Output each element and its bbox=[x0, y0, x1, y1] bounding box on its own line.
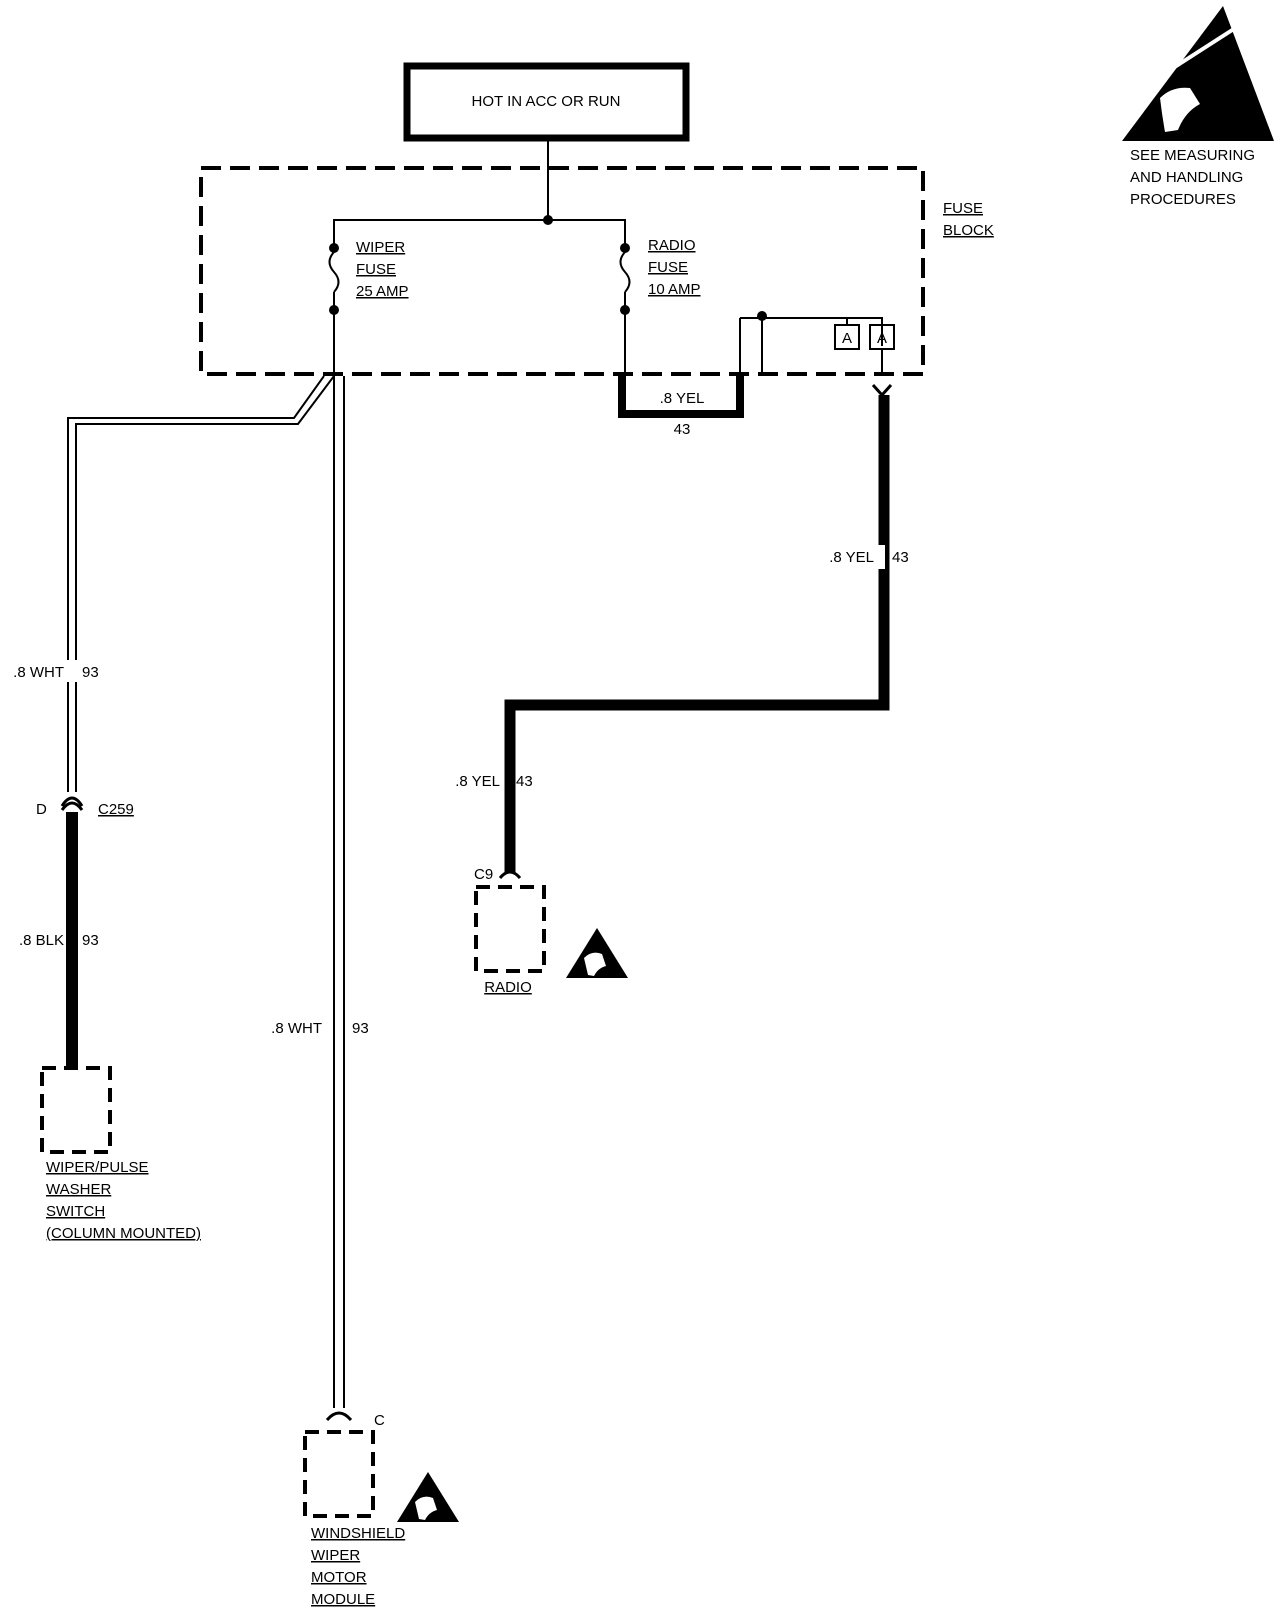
wht-wire-left bbox=[60, 375, 335, 811]
label-gap-2 bbox=[60, 660, 84, 682]
wiper-fuse-line3: 25 AMP bbox=[356, 283, 409, 300]
svg-text:A: A bbox=[877, 330, 887, 347]
c9-label: C9 bbox=[474, 866, 493, 883]
jumper-splice bbox=[757, 311, 767, 321]
label-gap-1 bbox=[863, 545, 885, 569]
yel-lower-circuit: 43 bbox=[516, 773, 533, 790]
jumper-wire-label: .8 YEL bbox=[660, 390, 705, 407]
wht-center-circuit: 93 bbox=[352, 1020, 369, 1037]
motor-pin-label: C bbox=[374, 1412, 385, 1429]
fuse-block-outline bbox=[199, 166, 925, 376]
wht-center-color: .8 WHT bbox=[271, 1020, 322, 1037]
radio-label: RADIO bbox=[484, 979, 532, 996]
esd-warning-icon: SEE MEASURING AND HANDLING PROCEDURES bbox=[1122, 6, 1274, 208]
switch-label-3: SWITCH bbox=[46, 1203, 105, 1220]
svg-text:A: A bbox=[842, 330, 852, 347]
jumper-wire bbox=[618, 317, 883, 418]
yel-upper-circuit: 43 bbox=[892, 549, 909, 566]
motor-box bbox=[303, 1430, 375, 1518]
esd-note-line1: SEE MEASURING bbox=[1130, 147, 1255, 164]
switch-label-1: WIPER/PULSE bbox=[46, 1159, 149, 1176]
wht-wire-center bbox=[325, 376, 353, 1422]
yel-upper-color: .8 YEL bbox=[829, 549, 874, 566]
switch-label-4: (COLUMN MOUNTED) bbox=[46, 1225, 201, 1242]
esd-icon-radio bbox=[566, 928, 628, 978]
motor-label-3: MOTOR bbox=[311, 1569, 367, 1586]
radio-fuse-icon bbox=[619, 243, 631, 315]
bus-splice bbox=[543, 215, 553, 225]
wht-left-circuit: 93 bbox=[82, 664, 99, 681]
wiper-fuse-line1: WIPER bbox=[356, 239, 405, 256]
wht-left-color: .8 WHT bbox=[13, 664, 64, 681]
radio-fuse-line3: 10 AMP bbox=[648, 281, 701, 298]
jumper-circuit-label: 43 bbox=[674, 421, 691, 438]
c259-pin-label: D bbox=[36, 801, 47, 818]
switch-label-2: WASHER bbox=[46, 1181, 111, 1198]
yel-wire-43 bbox=[498, 349, 893, 880]
motor-label-1: WINDSHIELD bbox=[311, 1525, 405, 1542]
yel-lower-color: .8 YEL bbox=[455, 773, 500, 790]
blk-left-color: .8 BLK bbox=[19, 932, 64, 949]
motor-label-2: WIPER bbox=[311, 1547, 360, 1564]
radio-box bbox=[474, 885, 546, 973]
blk-left-circuit: 93 bbox=[82, 932, 99, 949]
fuse-block-label-1: FUSE bbox=[943, 200, 983, 217]
fuse-block-bus bbox=[333, 138, 626, 248]
wiper-fuse-icon bbox=[328, 243, 340, 315]
switch-box bbox=[40, 1066, 112, 1154]
esd-note-line2: AND HANDLING bbox=[1130, 169, 1243, 186]
c259-label: C259 bbox=[98, 801, 134, 818]
fuse-block-label-2: BLOCK bbox=[943, 222, 994, 239]
power-label: HOT IN ACC OR RUN bbox=[472, 93, 621, 110]
radio-fuse-line2: FUSE bbox=[648, 259, 688, 276]
connector-a-1: A bbox=[834, 324, 860, 350]
power-source-box: HOT IN ACC OR RUN bbox=[403, 62, 690, 142]
radio-fuse-line1: RADIO bbox=[648, 237, 696, 254]
esd-note-line3: PROCEDURES bbox=[1130, 191, 1236, 208]
wiper-fuse-line2: FUSE bbox=[356, 261, 396, 278]
motor-label-4: MODULE bbox=[311, 1591, 375, 1608]
esd-icon-motor bbox=[397, 1472, 459, 1522]
